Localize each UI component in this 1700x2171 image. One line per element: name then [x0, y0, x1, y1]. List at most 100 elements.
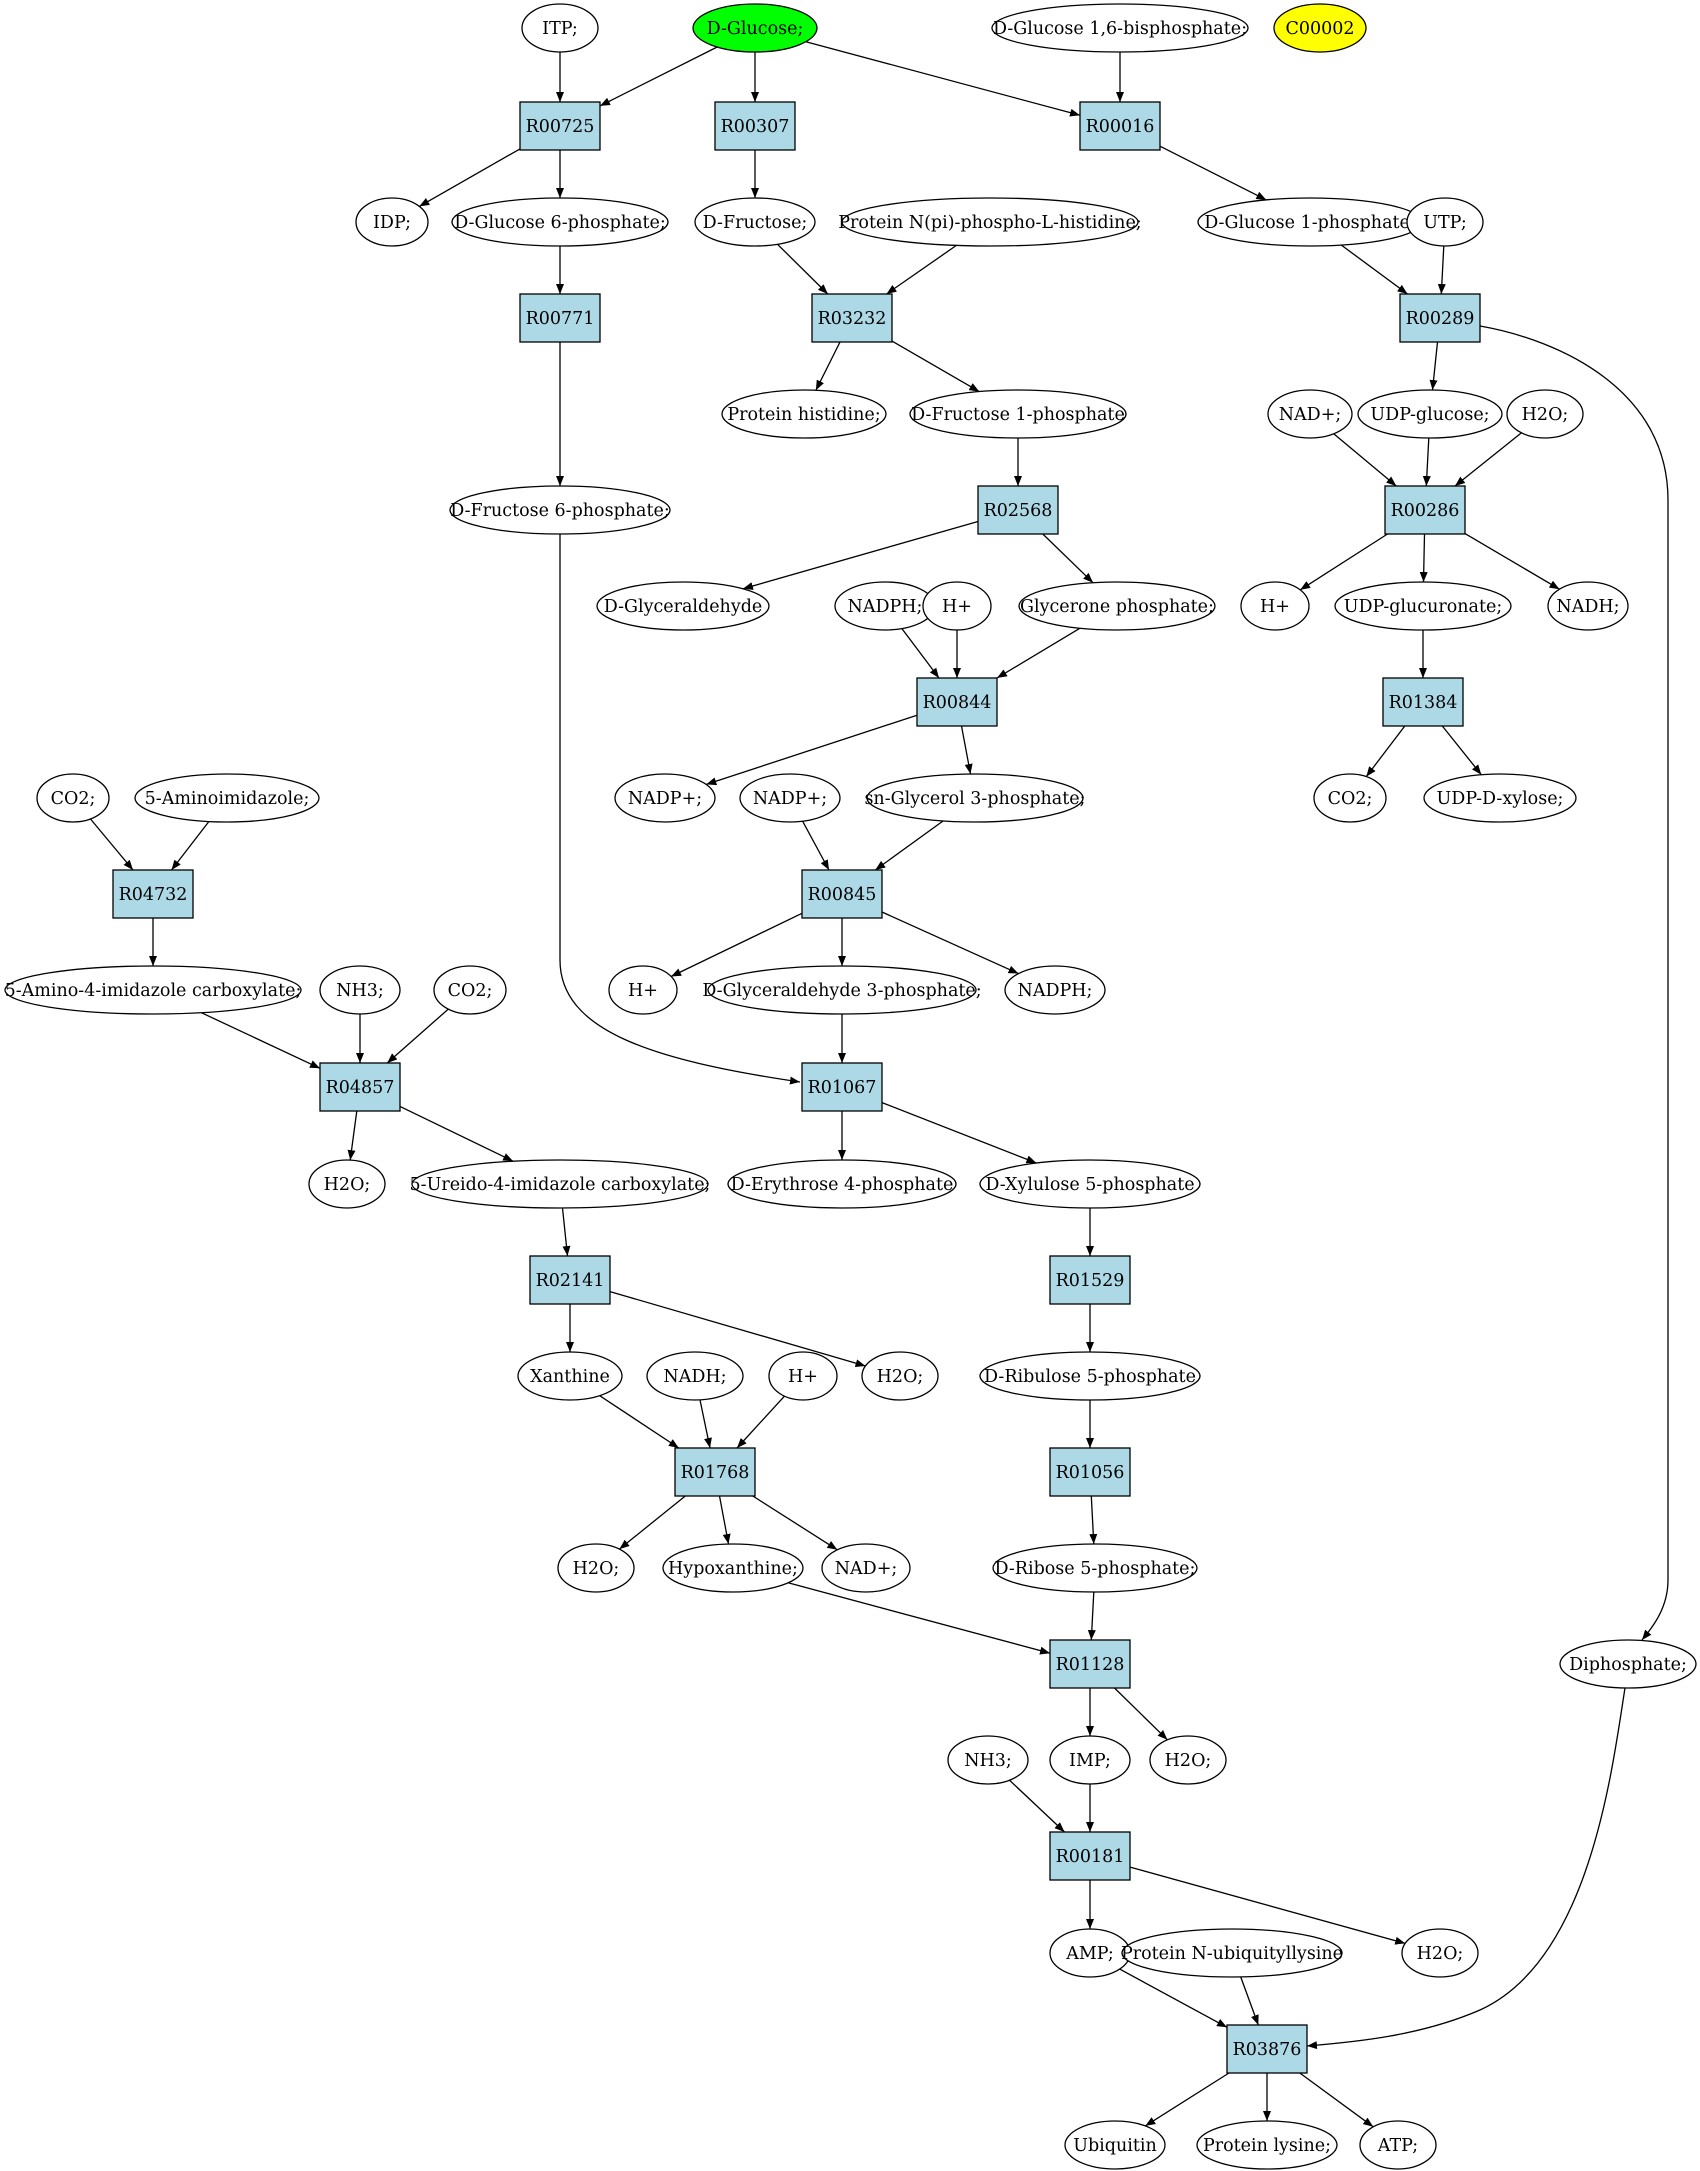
edge-layer — [90, 41, 1669, 2128]
node-label: D-Glucose 6-phosphate; — [454, 213, 666, 233]
compound-ellipse — [614, 773, 716, 823]
compound-node-c00002: C00002 — [1273, 3, 1367, 53]
compound-node-hplus2: H+ — [1240, 581, 1310, 631]
compound-ellipse — [979, 1159, 1201, 1209]
edge-udpglc-to-R00286 — [1422, 437, 1431, 487]
reaction-box — [1399, 293, 1481, 343]
compound-ellipse — [991, 3, 1249, 53]
compound-node-h2o5: H2O; — [1149, 1735, 1227, 1785]
node-label: AMP; — [1065, 1944, 1114, 1964]
compound-ellipse — [4, 965, 302, 1015]
node-label: CO2; — [51, 789, 96, 809]
reaction-box — [916, 677, 998, 727]
compound-node-atp: ATP; — [1359, 2120, 1437, 2170]
node-label: D-Glucose 1-phosphate; — [1204, 213, 1416, 233]
compound-node-co2b: CO2; — [1313, 773, 1387, 823]
node-label: H+ — [942, 597, 972, 617]
node-label: 5-Aminoimidazole; — [145, 789, 310, 809]
compound-node-h2o4: H2O; — [557, 1543, 635, 1593]
node-label: C00002 — [1285, 19, 1354, 39]
reaction-box — [1384, 485, 1466, 535]
edge-R00286-to-udpgluc — [1419, 533, 1428, 583]
reaction-box — [1226, 2024, 1308, 2074]
reaction-node-R01128: R01128 — [1049, 1639, 1131, 1689]
compound-node-aica: 5-Amino-4-imidazole carboxylate; — [4, 965, 302, 1015]
compound-ellipse — [727, 1159, 957, 1209]
compound-ellipse — [355, 197, 429, 247]
compound-node-co2a: CO2; — [36, 773, 110, 823]
compound-ellipse — [36, 773, 110, 823]
compound-node-nadplus2: NAD+; — [821, 1543, 911, 1593]
compound-ellipse — [979, 1351, 1201, 1401]
edge-utp-to-R00289 — [1437, 245, 1446, 295]
compound-node-nadpplus1: NADP+; — [614, 773, 716, 823]
compound-node-gap: D-Glyceraldehyde 3-phosphate; — [702, 965, 982, 1015]
compound-node-ru5p: D-Ribulose 5-phosphate — [979, 1351, 1201, 1401]
node-label: Protein N(pi)-phospho-L-histidine; — [838, 213, 1141, 233]
node-label: R00289 — [1406, 309, 1475, 329]
compound-node-glyald: D-Glyceraldehyde — [596, 581, 770, 631]
edge-g3p-to-R00845 — [874, 820, 944, 871]
node-label: H2O; — [324, 1175, 371, 1195]
node-label: H+ — [788, 1367, 818, 1387]
edge-R00845-to-nadph2 — [881, 911, 1019, 975]
compound-ellipse — [1506, 389, 1584, 439]
reaction-box — [519, 101, 601, 151]
compound-ellipse — [861, 1351, 939, 1401]
reaction-node-R03876: R03876 — [1226, 2024, 1308, 2074]
compound-node-protubq: Protein N-ubiquityllysine — [1121, 1928, 1343, 1978]
reaction-node-R00289: R00289 — [1399, 293, 1481, 343]
node-label: R01056 — [1056, 1463, 1125, 1483]
edge-R01384-to-co2b — [1365, 725, 1406, 777]
edge-R01768-to-hypox — [718, 1495, 731, 1545]
edge-R03232-to-f1p — [891, 340, 980, 393]
compound-ellipse — [1423, 773, 1577, 823]
compound-ellipse — [433, 965, 507, 1015]
compound-node-nh3a: NH3; — [319, 965, 401, 1015]
edge-R01768-to-h2o4 — [618, 1495, 686, 1550]
node-label: NH3; — [336, 981, 384, 1001]
compound-node-r5p: D-Ribose 5-phosphate; — [992, 1543, 1198, 1593]
compound-ellipse — [319, 965, 401, 1015]
compound-node-co2c: CO2; — [433, 965, 507, 1015]
node-label: UDP-glucuronate; — [1344, 597, 1503, 617]
reaction-box — [1049, 1639, 1131, 1689]
reaction-node-R00844: R00844 — [916, 677, 998, 727]
compound-node-hypox: Hypoxanthine; — [662, 1543, 804, 1593]
edge-xanth-to-R01768 — [599, 1395, 680, 1449]
node-label: D-Fructose 1-phosphate — [911, 405, 1125, 425]
compound-ellipse — [1004, 965, 1106, 1015]
compound-node-dhap: Glycerone phosphate; — [1018, 581, 1216, 631]
reaction-node-R00845: R00845 — [801, 869, 883, 919]
node-label: R00845 — [808, 885, 877, 905]
compound-node-xu5p: D-Xylulose 5-phosphate — [979, 1159, 1201, 1209]
edge-R03232-to-prothis — [815, 341, 841, 391]
compound-node-h2o6: H2O; — [1401, 1928, 1479, 1978]
compound-ellipse — [909, 389, 1127, 439]
reaction-box — [112, 869, 194, 919]
compound-ellipse — [451, 197, 669, 247]
compound-ellipse — [1064, 2120, 1166, 2170]
node-label: NH3; — [964, 1751, 1012, 1771]
reaction-node-R01384: R01384 — [1382, 677, 1464, 727]
compound-ellipse — [1018, 581, 1216, 631]
reaction-node-R00725: R00725 — [519, 101, 601, 151]
node-label: R00307 — [721, 117, 790, 137]
node-label: D-Ribose 5-phosphate; — [995, 1559, 1196, 1579]
edge-co2a-to-R04732 — [90, 818, 134, 871]
node-label: R01768 — [681, 1463, 750, 1483]
compound-ellipse — [557, 1543, 635, 1593]
edge-R00289-to-udpglc — [1429, 341, 1439, 391]
node-label: Hypoxanthine; — [668, 1559, 798, 1579]
reaction-node-R02568: R02568 — [977, 485, 1059, 535]
node-label: Protein lysine; — [1203, 2136, 1331, 2156]
node-label: NADPH; — [1018, 981, 1093, 1001]
node-label: CO2; — [448, 981, 493, 1001]
compound-node-utp: UTP; — [1406, 197, 1484, 247]
node-label: NADP+; — [628, 789, 702, 809]
edge-fru-to-R03232 — [777, 243, 829, 295]
node-label: sn-Glycerol 3-phosphate; — [864, 789, 1085, 809]
node-label: R02141 — [536, 1271, 605, 1291]
node-label: NADP+; — [753, 789, 827, 809]
